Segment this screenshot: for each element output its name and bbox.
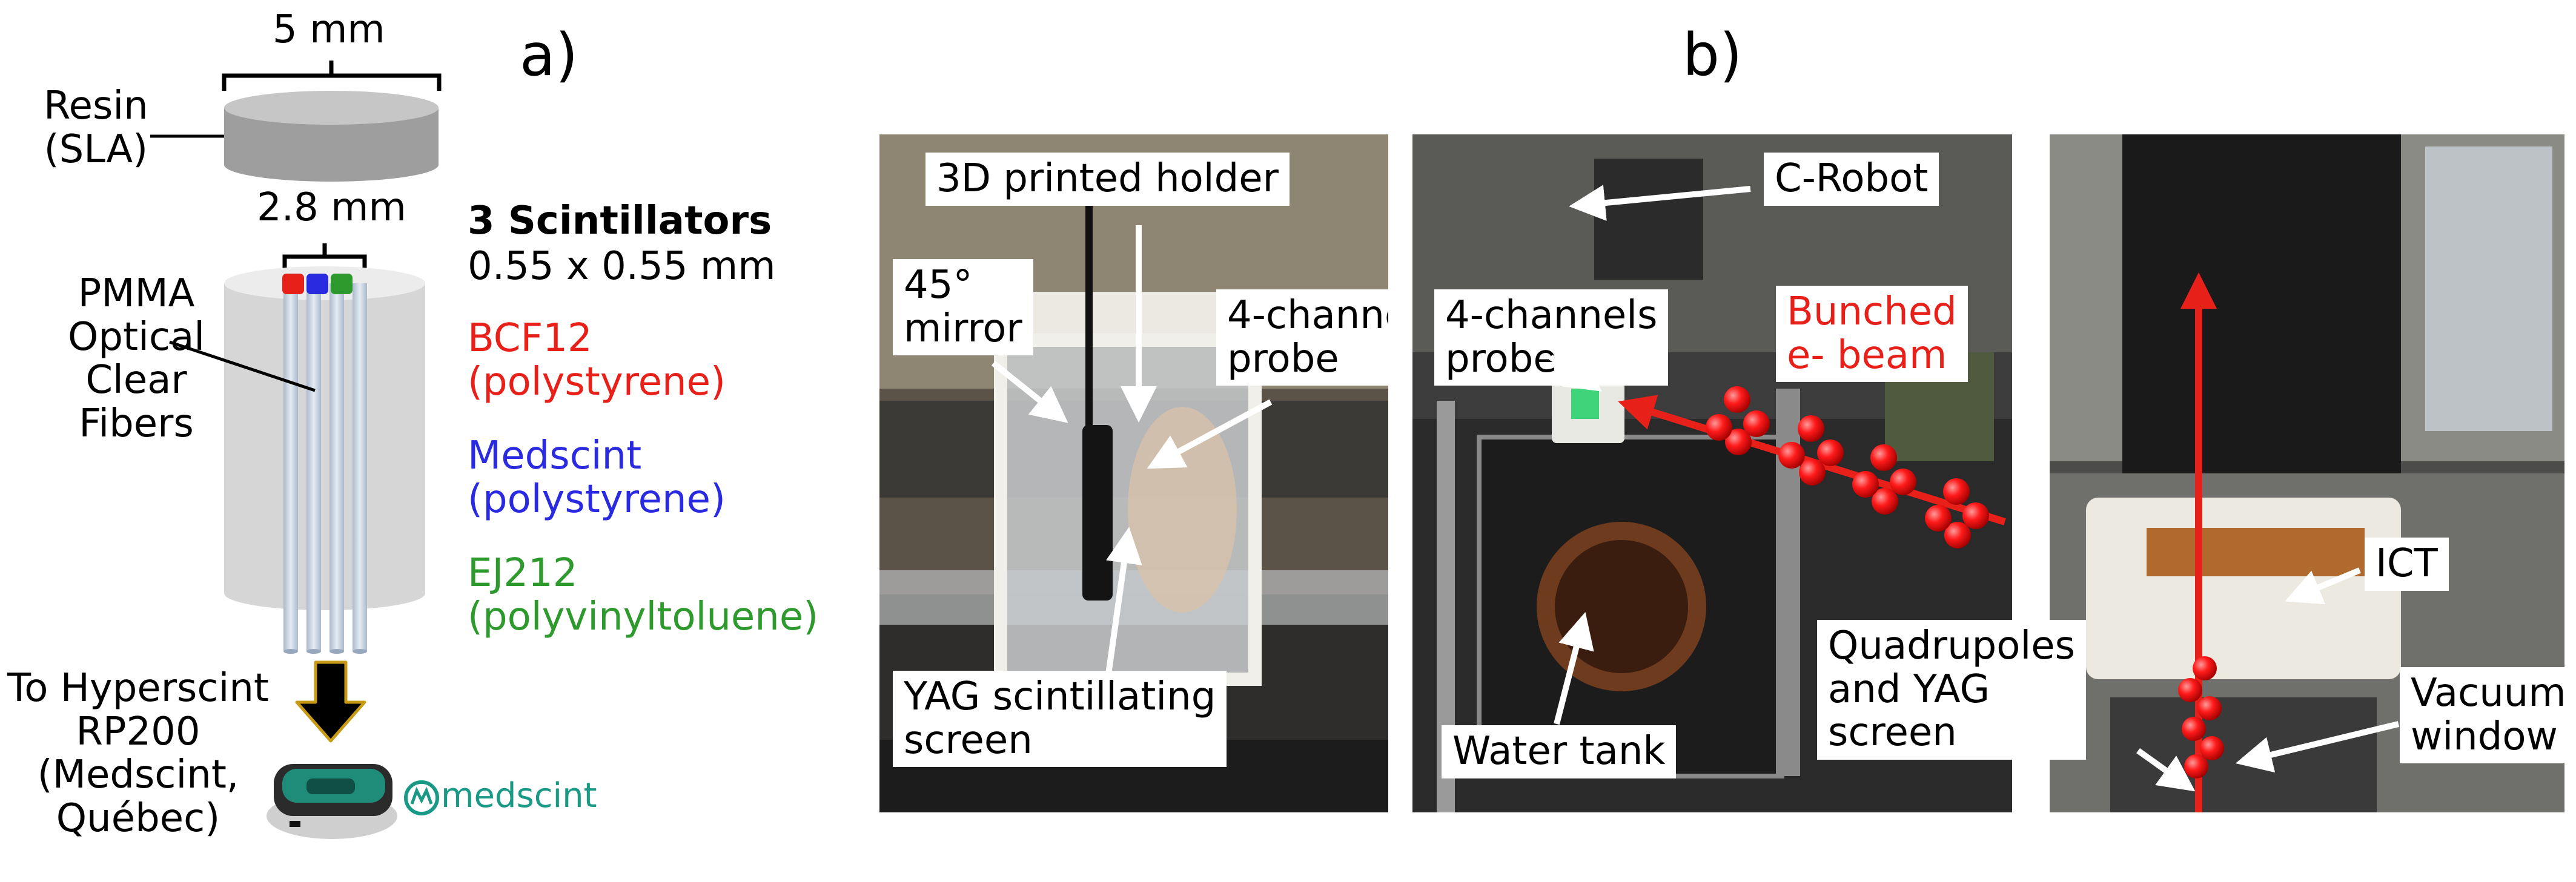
label-c-robot: C-Robot bbox=[1764, 153, 1939, 206]
hyperscint-device bbox=[267, 764, 397, 839]
panel-b-letter: b) bbox=[1683, 21, 1743, 89]
label-yag-screen: YAG scintillating screen bbox=[893, 671, 1227, 768]
dimension-5mm: 5 mm bbox=[273, 7, 385, 52]
label-3d-printed-holder: 3D printed holder bbox=[925, 153, 1290, 206]
medscint-logo-text: medscint bbox=[441, 776, 597, 815]
down-arrow bbox=[295, 660, 366, 743]
photo-beamline: ICT Vacuum window bbox=[2050, 134, 2564, 812]
fiber-pointer bbox=[169, 340, 316, 392]
panel-a-letter: a) bbox=[520, 21, 578, 89]
resin-disk bbox=[224, 91, 439, 182]
scintillators-title: 3 Scintillators bbox=[468, 199, 772, 243]
scintillator-caps bbox=[282, 274, 353, 294]
bracket-5mm bbox=[222, 61, 442, 91]
label-quadrupoles: Quadrupoles and YAG screen bbox=[1817, 620, 2086, 760]
ej212-label: EJ212 (polyvinyltoluene) bbox=[468, 551, 819, 639]
photo-beamline-image bbox=[2050, 134, 2564, 812]
electron-bunches bbox=[1706, 386, 2224, 778]
medscint-fiber-label: Medscint (polystyrene) bbox=[468, 433, 726, 522]
scintillators-size: 0.55 x 0.55 mm bbox=[468, 244, 776, 289]
readout-label: To Hyperscint RP200 (Medscint, Québec) bbox=[7, 666, 269, 841]
label-45-mirror: 45° mirror bbox=[893, 259, 1033, 356]
bracket-28mm bbox=[282, 243, 367, 272]
label-ict: ICT bbox=[2365, 538, 2449, 591]
label-4-channels-probe: 4-channels probe bbox=[1216, 289, 1388, 386]
label-4-channels-probe-2: 4-channels probe bbox=[1434, 289, 1669, 386]
label-water-tank: Water tank bbox=[1442, 725, 1677, 778]
pmma-label: PMMA Optical Clear Fibers bbox=[68, 271, 205, 447]
photo-probe-holder: 3D printed holder 45° mirror 4-channels … bbox=[879, 134, 1388, 812]
resin-label: Resin (SLA) bbox=[44, 84, 148, 172]
pointer-arrows bbox=[991, 185, 2400, 792]
medscint-logo bbox=[404, 780, 439, 815]
optical-fibers bbox=[283, 283, 367, 654]
dimension-28mm: 2.8 mm bbox=[257, 185, 406, 230]
beam-path bbox=[1618, 272, 2217, 812]
photo-water-tank: C-Robot Bunched e- beam 4-channels probe… bbox=[1412, 134, 2012, 812]
label-bunched-beam: Bunched e- beam bbox=[1776, 286, 1968, 383]
label-vacuum-window: Vacuum window bbox=[2400, 667, 2564, 764]
bcf12-label: BCF12 (polystyrene) bbox=[468, 316, 726, 404]
